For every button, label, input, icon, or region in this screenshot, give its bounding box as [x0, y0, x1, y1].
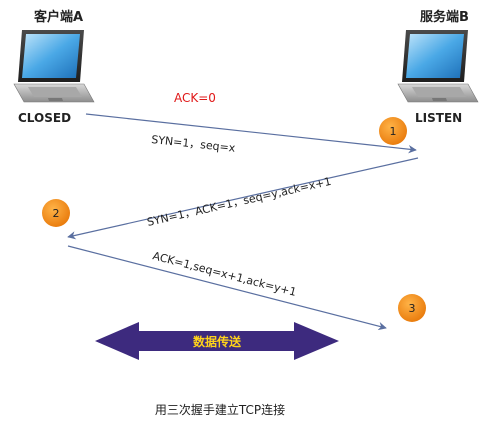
server-state: LISTEN	[415, 111, 462, 125]
syn-ack-arrow	[67, 157, 419, 240]
server-laptop-icon	[397, 30, 479, 103]
syn-ack-message-label: SYN=1，ACK=1，seq=y,ack=x+1	[146, 175, 333, 229]
syn-arrow	[85, 113, 417, 154]
data-transfer-arrow: 数据传送	[95, 322, 339, 360]
data-transfer-label: 数据传送	[193, 334, 242, 349]
step-2-number: 2	[53, 207, 60, 220]
step-3-badge: 3	[398, 294, 426, 322]
diagram-caption: 用三次握手建立TCP连接	[155, 402, 285, 417]
client-state: CLOSED	[18, 111, 71, 125]
server-title: 服务端B	[420, 9, 469, 25]
client-title: 客户端A	[34, 9, 83, 25]
step-1-badge: 1	[379, 117, 407, 145]
step-3-number: 3	[409, 302, 416, 315]
client-laptop-icon	[13, 30, 95, 103]
step-2-badge: 2	[42, 199, 70, 227]
ack-message-label: ACK=1,seq=x+1,ack=y+1	[151, 249, 298, 299]
syn-message-label: SYN=1，seq=x	[151, 133, 237, 155]
ack-flag-note: ACK=0	[174, 91, 216, 105]
ack-arrow	[67, 245, 387, 331]
step-1-number: 1	[390, 125, 397, 138]
